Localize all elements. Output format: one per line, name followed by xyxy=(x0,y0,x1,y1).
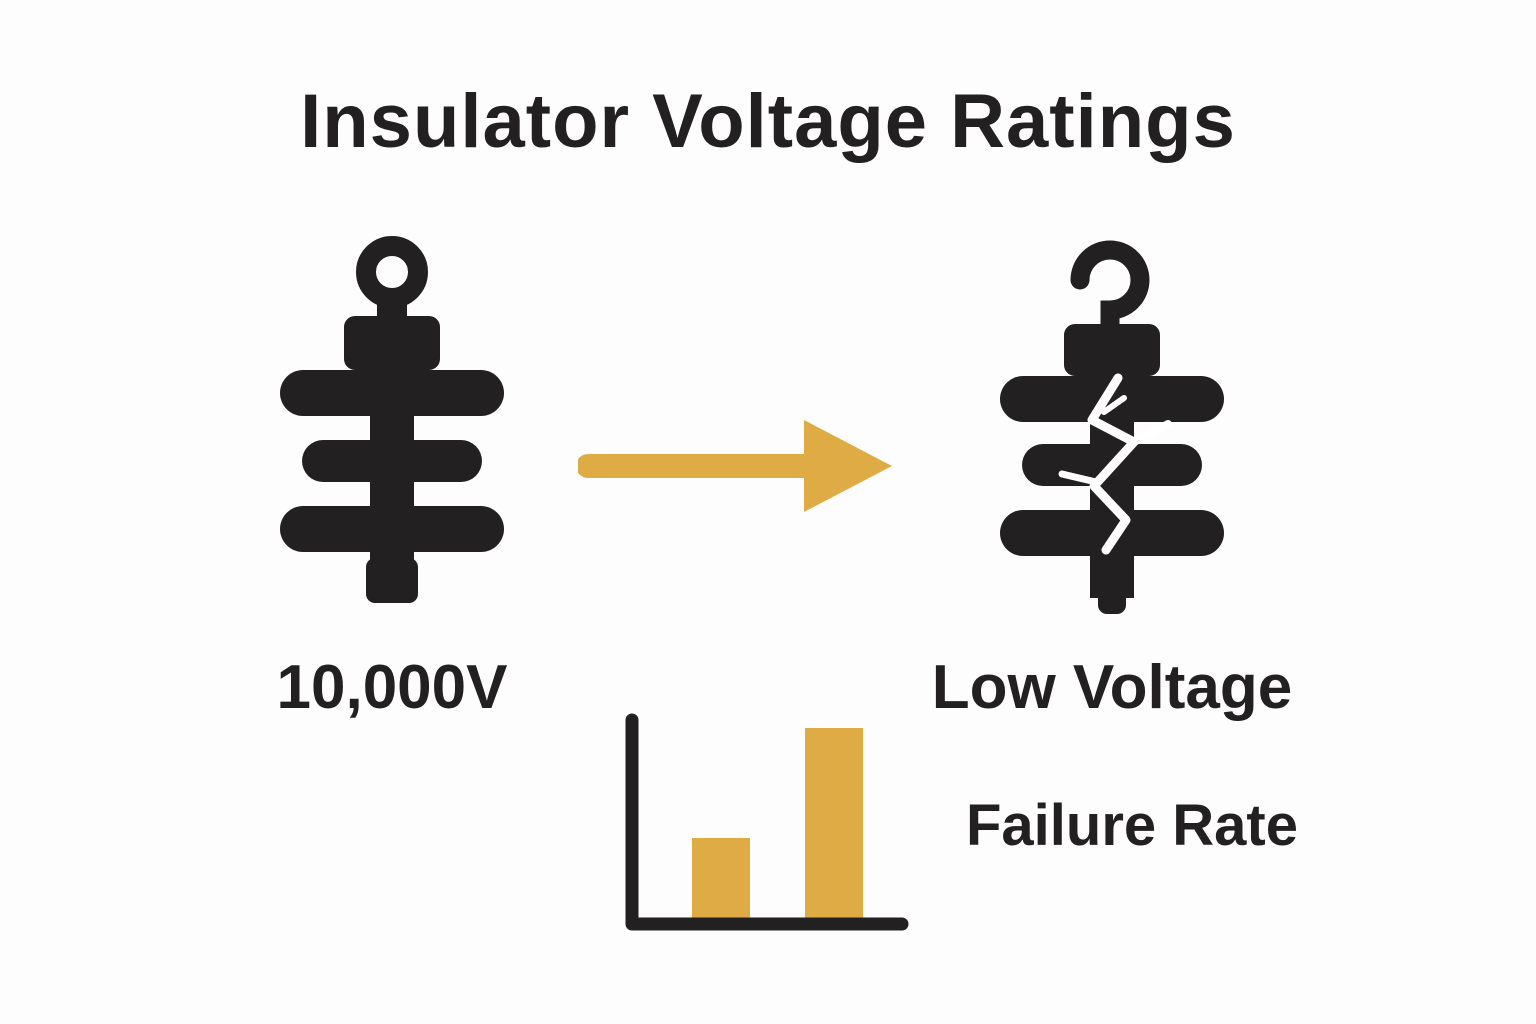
right-arrow-graphic xyxy=(578,420,892,512)
bar-low-failure xyxy=(692,838,750,918)
chart-axes xyxy=(625,713,909,931)
high-voltage-insulator-icon xyxy=(272,228,512,613)
crack-icon xyxy=(1058,373,1172,555)
high-voltage-insulator-graphic xyxy=(280,236,504,603)
cracked-insulator-graphic xyxy=(1000,240,1224,614)
failure-rate-chart-graphic xyxy=(625,713,909,931)
failure-rate-label: Failure Rate xyxy=(966,793,1298,858)
bar-high-failure xyxy=(805,728,863,918)
right-insulator-label: Low Voltage xyxy=(931,653,1293,722)
page-title: Insulator Voltage Ratings xyxy=(300,79,1236,164)
left-insulator-label: 10,000V xyxy=(276,653,508,722)
failure-rate-chart xyxy=(612,712,912,942)
right-arrow-icon xyxy=(578,408,898,523)
cracked-insulator-icon xyxy=(992,228,1232,618)
